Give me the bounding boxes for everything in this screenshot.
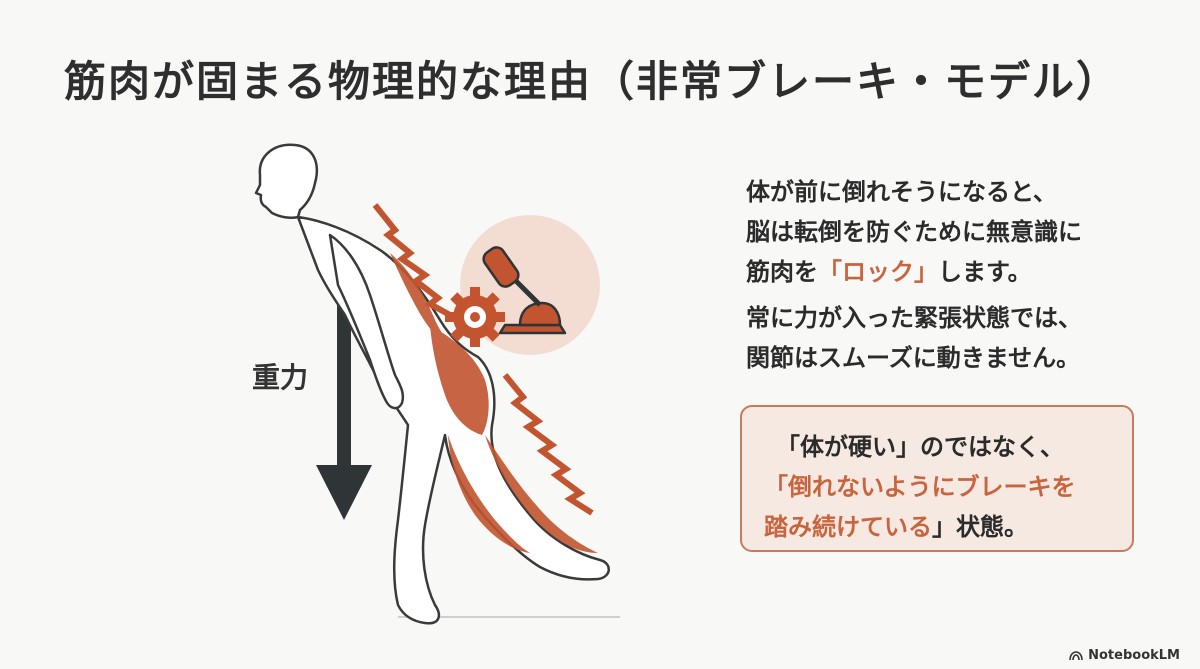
callout-line: 踏み続けている」状態。 xyxy=(764,507,1116,547)
description-line: 筋肉を「ロック」します。 xyxy=(746,252,1156,292)
description-line: 常に力が入った緊張状態では、 xyxy=(746,304,1082,332)
brake-lever-icon xyxy=(482,246,567,335)
description-line: 関節はスムーズに動きません。 xyxy=(746,344,1081,372)
callout-line: 「体が硬い」のではなく、 xyxy=(776,433,1064,461)
notebooklm-logo-icon xyxy=(1069,650,1083,660)
brand-name: NotebookLM xyxy=(1088,648,1180,663)
callout-text-segment: 」状態。 xyxy=(932,513,1028,541)
description-text: 体が前に倒れそうになると、 脳は転倒を防ぐために無意識に 筋肉を「ロック」します… xyxy=(746,172,1156,378)
human-figure xyxy=(254,143,610,625)
gravity-label: 重力 xyxy=(252,361,309,394)
page-title: 筋肉が固まる物理的な理由（非常ブレーキ・モデル） xyxy=(64,57,1121,106)
gear-icon xyxy=(445,287,505,347)
callout-line: 「倒れないようにブレーキを xyxy=(764,473,1076,501)
description-text-segment: します。 xyxy=(938,258,1032,286)
description-line: 体が前に倒れそうになると、 xyxy=(746,178,1058,206)
emergency-brake-illustration xyxy=(254,143,620,625)
lock-highlight: 「ロック」 xyxy=(818,258,938,286)
summary-callout: 「体が硬い」のではなく、 「倒れないようにブレーキを 踏み続けている」状態。 xyxy=(740,405,1134,552)
brand-watermark: NotebookLM xyxy=(1069,648,1180,663)
tension-zigzags xyxy=(372,203,594,516)
description-text-segment: 筋肉を xyxy=(746,258,818,286)
description-line: 脳は転倒を防ぐために無意識に xyxy=(746,218,1082,246)
gravity-arrow xyxy=(316,285,372,520)
callout-highlight: 踏み続けている xyxy=(764,513,932,541)
muscle-overlay xyxy=(390,253,598,553)
